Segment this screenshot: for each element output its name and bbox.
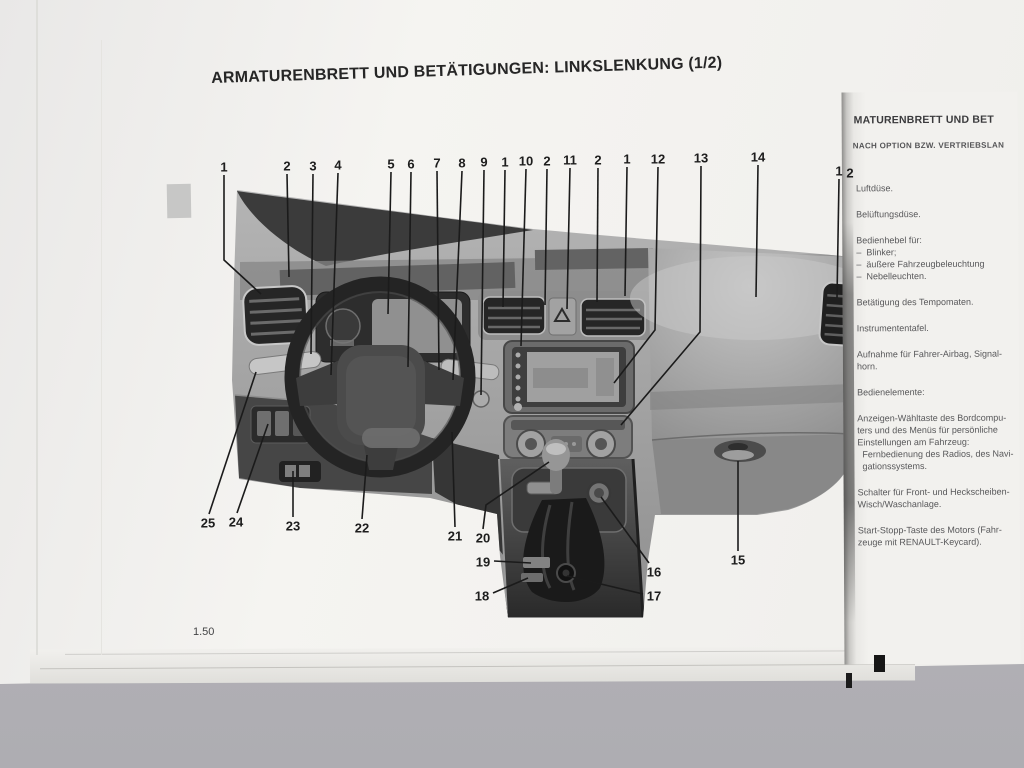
right-page-title: MATURENBRETT UND BET [853,113,994,127]
lower-dash-compartment [279,461,321,482]
start-stop-button [586,480,612,506]
console-slot [521,573,543,582]
page-title: ARMATURENBRETT UND BETÄTIGUNGEN: LINKSLE… [211,54,723,87]
dash-shadow-band [650,384,851,410]
glovebox [652,434,850,514]
callout-label-8: 8 [458,155,466,171]
right-page-item: Betätigung des Tempomaten. [856,296,974,308]
steering-wheel [284,276,476,478]
dashboard-photo-background [232,190,856,618]
callout-label-2: 2 [594,152,602,168]
climate-control-panel [503,415,633,459]
callout-label-25: 25 [200,515,216,531]
callout-label-4: 4 [334,157,342,173]
callout-label-14: 14 [750,149,766,165]
glovebox-handle [714,440,766,462]
right-page-subtitle: NACH OPTION BZW. VERTRIEBSLAN [852,140,1005,151]
callout-label-6: 6 [407,156,415,172]
center-console [498,458,645,618]
callout-label-11: 11 [563,152,577,168]
callout-label-23: 23 [285,518,301,534]
right-page-item-list: Luftdüse. Belüftungsdüse. Bedienhebel für:… [856,182,1020,549]
center-air-vents [478,291,652,340]
callout-label-24: 24 [228,514,244,530]
right-page-item: Instrumententafel. [856,323,929,334]
page-curl-shadow [842,222,856,623]
right-page-item: Luftdüse. [855,183,894,194]
right-page-item: Bedienhebel für: – Blinker; – äußere Fah… [856,235,985,282]
index-tab [846,673,852,688]
knee-bolster [432,438,507,560]
dash-top-band [240,254,851,300]
callout-label-3: 3 [309,158,317,174]
dash-seam [234,394,331,404]
callout-label-1: 1 [220,159,228,175]
page-spine-edge [36,0,38,655]
callout-label-12: 12 [650,151,666,167]
callout-label-13: 13 [693,150,709,166]
console-switch [523,557,550,568]
instrument-cluster [315,291,471,363]
right-page-item: Start-Stopp-Taste des Motors (Fahr- zeug… [857,524,1002,548]
defroster-grille-center [534,247,654,271]
callout-label-2: 2 [283,158,291,174]
lower-left-dash [235,395,432,494]
callout-label-16: 16 [646,564,662,580]
power-socket [556,563,576,583]
a-pillar [237,191,533,266]
callout-label-7: 7 [433,155,441,171]
right-page-item: Belüftungsdüse. [856,209,921,220]
gear-shifter [523,439,605,603]
callout-leader-lines [208,164,851,595]
hazard-switch [548,297,577,336]
left-air-vent [242,285,309,346]
callout-label-19: 19 [475,554,491,570]
callout-label-22: 22 [354,520,370,536]
callout-label-10: 10 [518,153,534,169]
headlight-switch-panel [250,405,311,444]
callout-label-5: 5 [387,156,395,172]
right-page-item: Bedienelemente: [857,387,925,398]
callout-label-1: 1 [623,151,631,167]
defroster-grille-right [741,270,851,304]
right-page-item: Aufnahme für Fahrer-Airbag, Signal- horn… [856,348,1002,372]
callout-label-21: 21 [447,528,463,544]
defroster-grille-left [279,261,516,297]
callout-label-15: 15 [730,552,746,568]
steering-column-stalks [248,351,500,408]
page-spine-edge [101,40,102,655]
callout-label-18: 18 [474,588,490,604]
cluster-readout [330,340,354,346]
callout-label-20: 20 [475,530,491,546]
glovebox-seam [651,432,851,441]
section-tab-marker [166,183,192,219]
right-page: MATURENBRETT UND BET NACH OPTION BZW. VE… [841,91,1021,665]
callout-label-9: 9 [480,154,488,170]
callout-label-2: 2 [543,153,551,169]
right-page-item: Schalter für Front- und Heckscheiben- Wi… [857,486,1010,510]
callout-label-17: 17 [646,588,662,604]
right-page-item: Anzeigen-Wähltaste des Bordcompu- ters u… [857,412,1014,472]
cluster-gauge [325,308,361,344]
page-number: 1.50 [193,626,215,638]
callout-label-1: 1 [501,154,509,170]
index-tab [874,655,885,672]
touchscreen-display [503,340,635,414]
passenger-dash [648,248,852,440]
cluster-display [372,299,462,353]
